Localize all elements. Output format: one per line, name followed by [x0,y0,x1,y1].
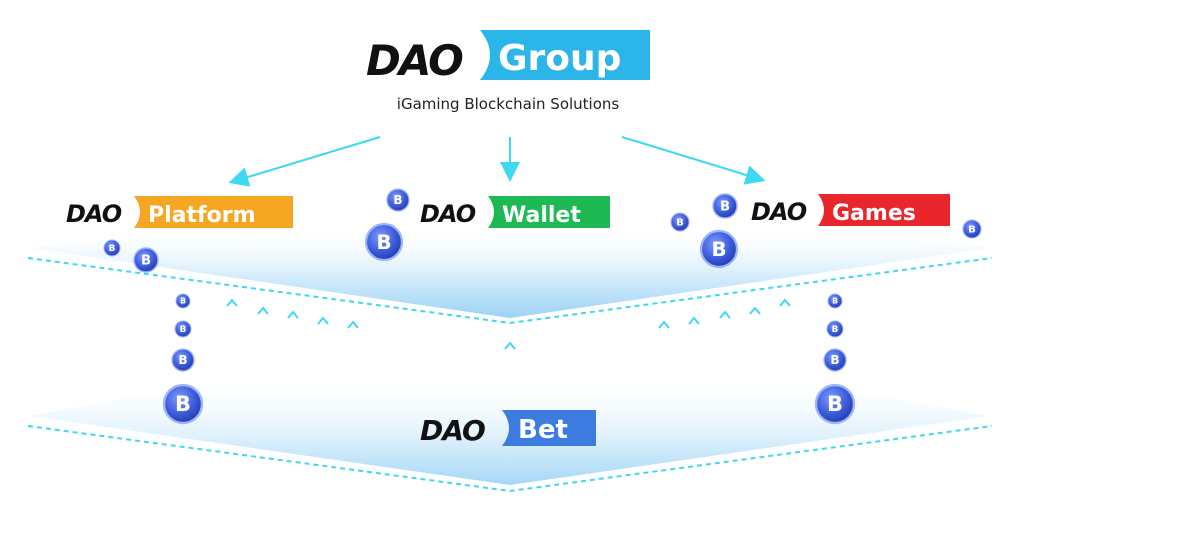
group-name: Group [498,38,621,79]
coin-glyph: B [141,254,151,269]
b-coin-icon: B [670,212,690,232]
arrow-up-icon [658,320,670,408]
coin-glyph: B [175,392,191,416]
b-coin-icon: B [175,293,191,309]
b-coin-icon: B [826,320,844,338]
arrow-up-icon [287,310,299,400]
coins: B B B B B B B B B B B B B B B B [103,188,982,425]
arrow-up-icon [749,306,761,395]
dao-bet-logo: DAO Bet [420,410,596,447]
coin-glyph: B [832,297,838,306]
bet-name: Bet [518,415,568,445]
games-prefix: DAO [751,198,807,226]
games-badge [818,194,950,226]
b-coin-icon: B [962,219,982,239]
coin-glyph: B [720,200,730,215]
top-layer [27,228,993,325]
b-coin-icon: B [133,247,159,273]
wallet-badge [488,196,610,228]
coin-glyph: B [376,231,391,254]
coin-glyph: B [711,238,726,261]
coin-glyph: B [178,353,187,367]
coin-glyph: B [393,193,402,207]
dao-wallet-logo: DAO Wallet [420,196,610,228]
arrow-up-icon [779,298,791,385]
games-name: Games [832,201,916,226]
bottom-layer-edge [27,425,993,493]
top-layer-edge [27,257,993,325]
b-coin-icon: B [162,383,204,425]
platform-badge [134,196,293,228]
dao-platform-logo: DAO Platform [66,196,293,228]
bet-badge [502,410,596,446]
coin-glyph: B [109,244,116,254]
b-coin-icon: B [174,320,192,338]
b-coin-icon: B [712,193,738,219]
arrow-up-icon [226,298,238,385]
b-coin-icon: B [823,348,847,372]
group-arrows [228,136,766,187]
wallet-prefix: DAO [420,200,476,228]
bet-prefix: DAO [420,414,485,447]
dao-games-logo: DAO Games [751,194,950,226]
top-layer-plate [30,228,990,318]
arrow-up-icon [504,341,516,395]
group-badge [480,30,650,80]
b-coin-icon: B [699,229,739,269]
coin-glyph: B [180,297,186,306]
wallet-name: Wallet [502,203,581,228]
coin-glyph: B [830,353,839,367]
arrow-up-icon [317,316,329,405]
b-coin-icon: B [386,188,410,212]
arrow-up-icon [347,320,359,408]
coin-glyph: B [180,325,187,335]
arrow-up-icon [688,316,700,405]
platform-prefix: DAO [66,200,122,228]
b-coin-icon: B [827,293,843,309]
coin-glyph: B [676,217,684,228]
b-coin-icon: B [364,222,404,262]
dao-group-logo: DAO Group iGaming Blockchain Solutions [366,30,650,113]
arrow-up-icon [257,306,269,395]
group-tagline: iGaming Blockchain Solutions [397,95,620,113]
arrow-up-icon [719,310,731,400]
b-coin-icon: B [171,348,195,372]
coin-glyph: B [827,392,843,416]
coin-glyph: B [968,224,976,235]
group-prefix: DAO [366,36,463,85]
upward-arrows [226,298,791,408]
b-coin-icon: B [814,383,856,425]
arrow-to-platform [228,136,381,187]
coin-glyph: B [832,325,839,335]
b-coin-icon: B [103,239,121,257]
arrow-to-games [621,136,766,185]
platform-name: Platform [148,203,256,228]
